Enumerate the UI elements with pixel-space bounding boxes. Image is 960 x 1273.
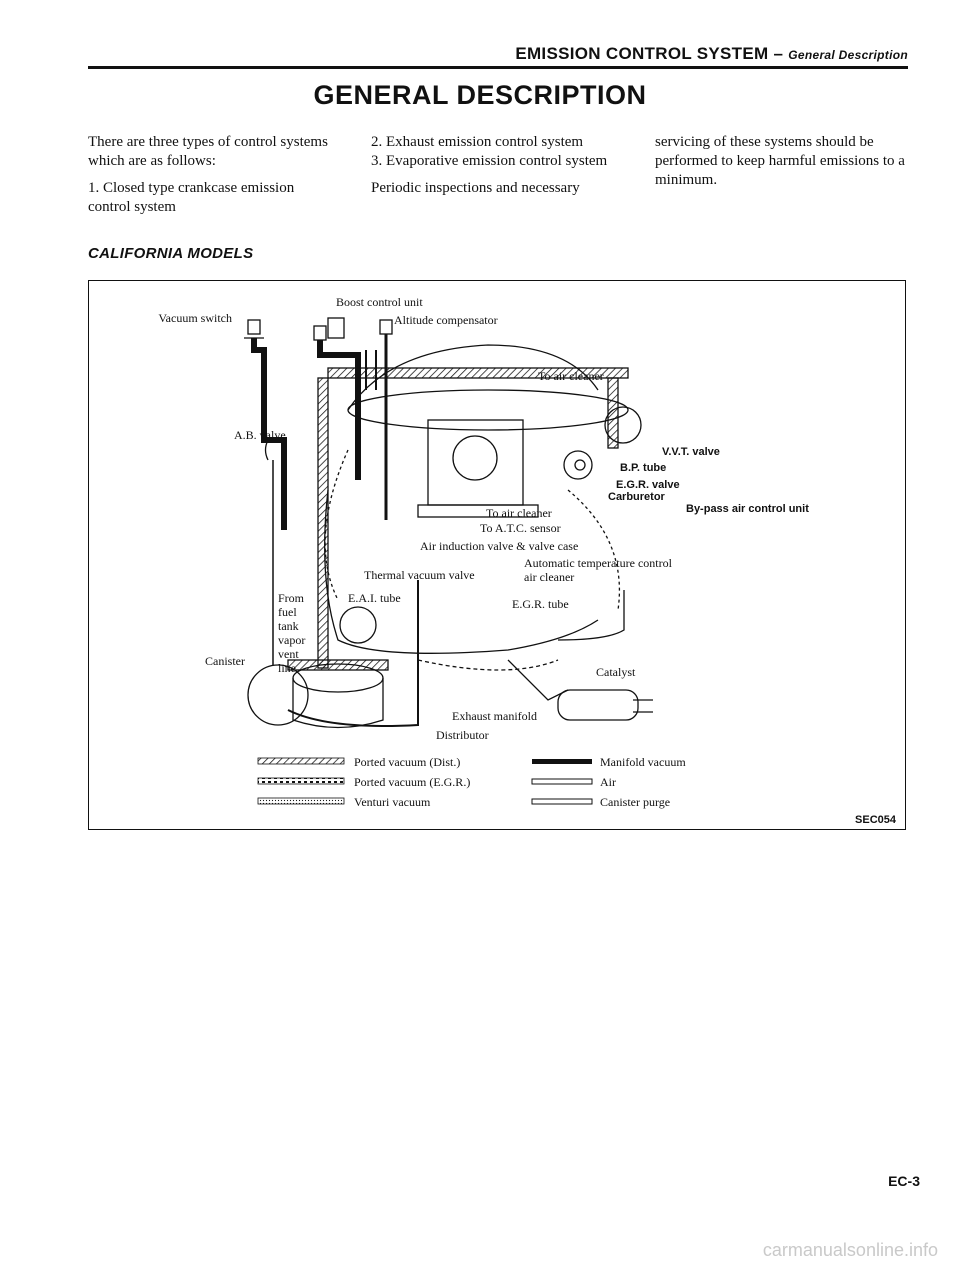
figure-frame [88, 280, 906, 830]
intro-column-2: 2. Exhaust emission control system 3. Ev… [371, 133, 626, 206]
label-fuel-vent-1: From [278, 591, 305, 605]
label-canister: Canister [205, 654, 245, 668]
boost-control-unit-shape [327, 317, 345, 339]
header-title: EMISSION CONTROL SYSTEM – General Descri… [515, 44, 908, 64]
label-bp-tube: B.P. tube [620, 462, 666, 474]
intro-column-3: servicing of these systems should be per… [655, 133, 910, 198]
intro-paragraph: There are three types of control systems… [88, 134, 328, 169]
legend-swatch-canister-purge [531, 798, 593, 805]
label-egr-tube: E.G.R. tube [512, 597, 569, 611]
label-distributor: Distributor [436, 728, 489, 742]
header-subsection: General Description [788, 48, 908, 62]
list-item-1: 1. Closed type crankcase emission contro… [88, 180, 295, 215]
watermark: carmanualsonline.info [762, 1240, 938, 1260]
label-altitude-compensator: Altitude compensator [394, 313, 498, 327]
legend-swatch-ported-egr [257, 777, 345, 785]
intro-paragraph-2: Periodic inspections and necessary [371, 180, 580, 196]
legend-ported-vacuum-egr: Ported vacuum (E.G.R.) [354, 775, 470, 789]
legend: Ported vacuum (Dist.) Ported vacuum (E.G… [257, 755, 686, 809]
page-number: EC-3 [888, 1173, 920, 1189]
label-fuel-vent-5: vent [278, 647, 299, 661]
vacuum-hose-diagram: Boost control unit Vacuum switch Altitud… [158, 295, 897, 826]
label-to-air-cleaner-mid: To air cleaner [486, 506, 552, 520]
label-vacuum-switch: Vacuum switch [158, 311, 232, 325]
label-fuel-vent-3: tank [278, 619, 299, 633]
page-title: GENERAL DESCRIPTION [313, 80, 647, 110]
label-carburetor: Carburetor [608, 491, 666, 503]
header-dash: – [768, 44, 789, 63]
legend-canister-purge: Canister purge [600, 795, 670, 809]
label-automatic-temperature-control: Automatic temperature control [524, 556, 673, 570]
header-section: EMISSION CONTROL SYSTEM [515, 44, 769, 63]
vacuum-switch-shape [247, 319, 261, 335]
legend-swatch-venturi [257, 797, 345, 805]
label-vvt-valve: V.V.T. valve [662, 446, 720, 458]
label-catalyst: Catalyst [596, 665, 636, 679]
legend-manifold-vacuum: Manifold vacuum [600, 755, 686, 769]
label-air-induction-valve: Air induction valve & valve case [420, 539, 578, 553]
legend-swatch-manifold [532, 759, 592, 764]
list-item-3: 3. Evaporative emission control system [371, 153, 608, 169]
engine-drawing [244, 317, 653, 729]
label-to-air-cleaner-top: To air cleaner [538, 369, 604, 383]
diagram-labels: Boost control unit Vacuum switch Altitud… [158, 295, 809, 742]
label-fuel-vent-4: vapor [278, 633, 305, 647]
label-fuel-vent-2: fuel [278, 605, 297, 619]
label-thermal-vacuum-valve: Thermal vacuum valve [364, 568, 475, 582]
intro-paragraph-3: servicing of these systems should be per… [655, 134, 905, 188]
legend-air: Air [600, 775, 616, 789]
section-heading: CALIFORNIA MODELS [88, 245, 254, 262]
intro-column-1: There are three types of control systems… [88, 133, 338, 225]
legend-swatch-ported-dist [257, 757, 345, 765]
legend-ported-vacuum-dist: Ported vacuum (Dist.) [354, 755, 460, 769]
legend-swatch-air [531, 778, 593, 785]
label-fuel-vent-6: line [278, 661, 296, 675]
label-boost-control-unit: Boost control unit [336, 295, 423, 309]
altitude-compensator-shape [379, 319, 393, 335]
label-egr-valve: E.G.R. valve [616, 479, 680, 491]
label-bypass-air-control-unit: By-pass air control unit [686, 503, 809, 515]
label-exhaust-manifold: Exhaust manifold [452, 709, 537, 723]
figure-code: SEC054 [855, 814, 897, 826]
label-to-atc-sensor: To A.T.C. sensor [480, 521, 561, 535]
list-item-2: 2. Exhaust emission control system [371, 134, 584, 150]
legend-venturi-vacuum: Venturi vacuum [354, 795, 431, 809]
label-eai-tube: E.A.I. tube [348, 591, 401, 605]
label-air-cleaner: air cleaner [524, 570, 574, 584]
label-ab-valve: A.B. valve [234, 428, 286, 442]
running-header: EMISSION CONTROL SYSTEM – General Descri… [88, 44, 908, 69]
